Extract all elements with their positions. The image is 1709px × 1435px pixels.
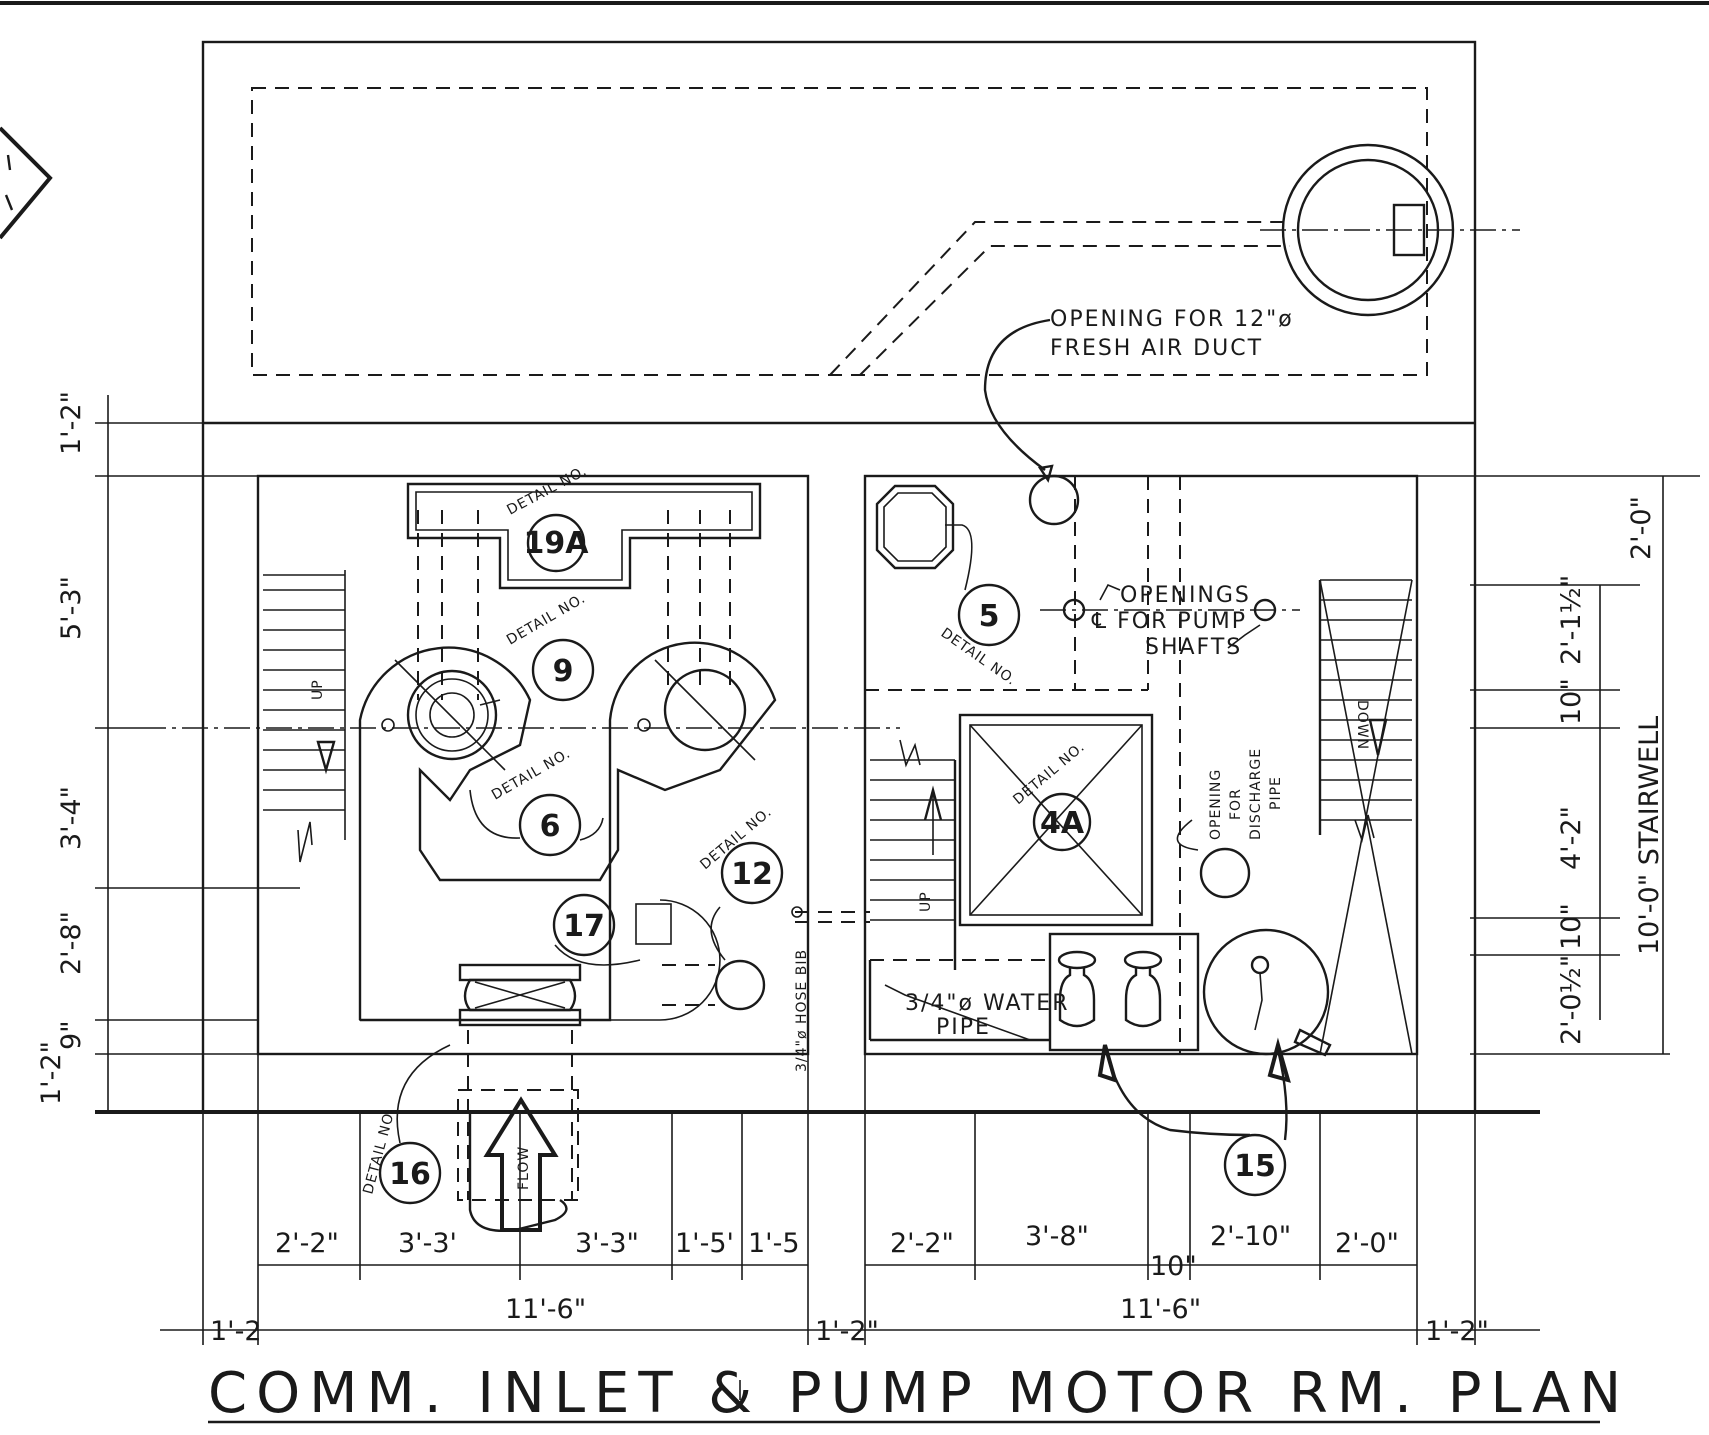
label-flow: FLOW	[516, 1146, 532, 1190]
fresh-air-duct	[1260, 143, 1520, 317]
upper-tank-outline	[251, 87, 1428, 376]
dim-total-left-wall: 1'-2	[210, 1316, 262, 1347]
north-arrow-icon	[0, 126, 53, 240]
dim-total-right-wall: 1'-2"	[1425, 1316, 1489, 1347]
pump-shaft-openings	[865, 476, 1300, 1054]
callout-17: 17	[552, 893, 616, 957]
dim-left-c: 3'-4"	[56, 786, 87, 850]
callout-15-label: 15	[1234, 1149, 1276, 1184]
flow-arrow-icon	[468, 1096, 568, 1232]
dim-left-f: 1'-2"	[36, 1041, 67, 1105]
dim-total-mid-wall: 1'-2"	[815, 1316, 879, 1347]
dim-bottom-left-4: 1'-5'	[675, 1228, 734, 1259]
callout-19a: 19A	[524, 513, 590, 573]
callout-12-label: 12	[731, 857, 773, 892]
dimension-lines-right	[1417, 475, 1700, 1055]
callout-4a: 4A	[1032, 792, 1092, 852]
detail-label-5: DETAIL NO.	[938, 625, 1020, 689]
pump-housings	[358, 641, 777, 1022]
dim-bottom-left-1: 2'-2"	[275, 1228, 339, 1259]
callout-16: 16	[378, 1141, 442, 1205]
dim-left-b: 5'-3"	[56, 576, 87, 640]
note-pump-line3: SHAFTS	[1145, 635, 1242, 660]
label-down: DOWN	[1354, 700, 1370, 750]
dim-right-outer: 2'-0"	[1626, 496, 1657, 560]
callout-6: 6	[518, 793, 582, 857]
north-arrow-mark	[4, 154, 14, 211]
dim-total-left-room: 11'-6"	[505, 1294, 586, 1325]
sump-octagon	[875, 484, 955, 570]
discharge-pipe-opening	[1199, 847, 1251, 899]
callout-19a-label: 19A	[524, 526, 590, 561]
callout-5: 5	[957, 583, 1021, 647]
dim-bottom-left-5: 1'-5	[748, 1228, 800, 1259]
note-hose-bib: 3/4"ø HOSE BIB	[794, 949, 810, 1072]
dim-left-e: 9"	[56, 1020, 87, 1050]
callout-17-label: 17	[563, 909, 605, 944]
dim-left-d: 2'-8"	[56, 911, 87, 975]
hose-bib-assembly	[635, 903, 870, 1011]
detail-label-9: DETAIL NO.	[504, 590, 589, 648]
label-up-left: UP	[310, 679, 326, 700]
callout-4a-label: 4A	[1040, 806, 1085, 841]
note-water-line2: PIPE	[936, 1015, 991, 1040]
note-discharge-line2: FOR	[1228, 788, 1244, 820]
note-duct-line1: OPENING FOR 12"ø	[1050, 307, 1294, 332]
dim-right-b: 10"	[1556, 678, 1587, 725]
fresh-air-opening	[1028, 474, 1080, 526]
dim-bottom-right-1: 2'-2"	[890, 1228, 954, 1259]
dim-total-right-room: 11'-6"	[1120, 1294, 1201, 1325]
dim-bottom-right-3: 10"	[1150, 1251, 1197, 1282]
note-discharge-line3: DISCHARGE	[1248, 748, 1264, 840]
leader-lines	[396, 318, 1291, 1144]
dimension-lines-left	[95, 395, 300, 1112]
note-discharge-line1: OPENING	[1208, 769, 1224, 840]
detail-label-19a: DETAIL NO.	[504, 463, 590, 519]
dim-bottom-left-3: 3'-3"	[575, 1228, 639, 1259]
right-room	[863, 474, 1419, 1056]
left-stairs	[263, 570, 346, 863]
dim-bottom-left-2: 3'-3'	[398, 1228, 457, 1259]
left-room	[256, 474, 810, 1056]
inlet-valve	[457, 963, 582, 1201]
callout-6-label: 6	[540, 809, 561, 844]
callout-16-label: 16	[389, 1157, 431, 1192]
note-pump-line2: ℄ FOR PUMP	[1091, 609, 1247, 634]
callout-5-label: 5	[979, 599, 1000, 634]
callout-15: 15	[1223, 1133, 1287, 1197]
down-stairwell	[1318, 579, 1413, 1055]
dim-right-e: 2'-0½"	[1556, 955, 1587, 1045]
note-discharge-line4: PIPE	[1268, 776, 1284, 810]
dim-right-a: 2'-1½"	[1556, 575, 1587, 665]
pump-centerlines	[140, 510, 900, 729]
callout-9-label: 9	[553, 654, 574, 689]
dimension-lines-bottom	[160, 1054, 1540, 1400]
callout-9: 9	[531, 638, 595, 702]
right-up-stairs	[870, 739, 957, 970]
dim-bottom-right-2: 3'-8"	[1025, 1221, 1089, 1252]
callout-12: 12	[720, 841, 784, 905]
intake-box-19a	[406, 482, 762, 590]
dim-right-d: 10"	[1556, 903, 1587, 950]
note-water-line1: 3/4"ø WATER	[905, 991, 1070, 1016]
drawing-title: COMM. INLET & PUMP MOTOR RM. PLAN	[208, 1361, 1630, 1426]
pump-motors	[868, 928, 1332, 1057]
dim-bottom-right-5: 2'-0"	[1335, 1228, 1399, 1259]
dim-bottom-right-4: 2'-10"	[1210, 1221, 1291, 1252]
note-stairwell: 10'-0" STAIRWELL	[1634, 716, 1665, 955]
outer-walls	[95, 40, 1540, 1114]
dim-left-a: 1'-2"	[56, 391, 87, 455]
note-duct-line2: FRESH AIR DUCT	[1050, 336, 1263, 361]
dim-right-c: 4'-2"	[1556, 806, 1587, 870]
note-pump-line1: OPENINGS	[1120, 583, 1251, 608]
label-up-right: UP	[918, 891, 934, 912]
shaft-box-4a	[958, 713, 1154, 927]
